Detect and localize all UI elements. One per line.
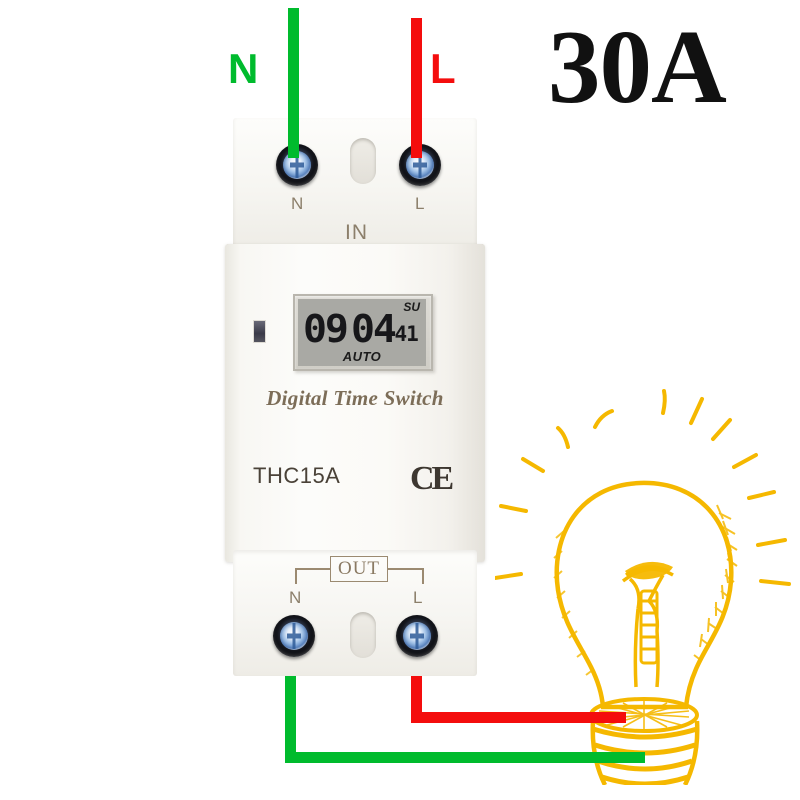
- output-bracket-left-drop: [295, 568, 297, 584]
- output-terminal-block: OUT N L: [233, 550, 477, 676]
- input-live-wire-label: L: [430, 45, 456, 92]
- bulb-filament: [621, 565, 674, 688]
- input-terminal-block: N L IN: [233, 118, 477, 250]
- device-body: SU 09 04 41 AUTO Digital Time Switch THC…: [225, 244, 485, 562]
- output-live-wire-vertical: [411, 648, 422, 723]
- input-neutral-terminal-label: N: [291, 194, 304, 213]
- mounting-slot: [350, 138, 376, 184]
- output-neutral-terminal-label: N: [289, 588, 302, 607]
- output-neutral-terminal-screw[interactable]: [273, 615, 315, 657]
- current-rating-label: 30A: [548, 8, 727, 125]
- digital-time-switch-device: N L IN SU 09 04 41 AUTO: [225, 118, 485, 676]
- lcd-mode-indicator: AUTO: [342, 349, 382, 364]
- lcd-bezel: SU 09 04 41 AUTO: [293, 294, 433, 371]
- bulb-glass: [554, 480, 734, 710]
- ce-mark-icon: CE: [410, 460, 454, 497]
- output-bracket-right: [387, 568, 423, 570]
- output-neutral-wire-horizontal: [285, 752, 645, 763]
- output-live-terminal-label: L: [413, 588, 423, 607]
- input-live-terminal-label: L: [415, 194, 425, 213]
- output-neutral-wire-vertical: [285, 648, 296, 763]
- lcd-minutes: 04: [350, 307, 397, 351]
- lcd-time-readout: 09 04 41: [302, 307, 419, 351]
- input-live-wire: [411, 18, 422, 158]
- output-section-label: OUT: [330, 556, 388, 582]
- output-live-terminal-screw[interactable]: [396, 615, 438, 657]
- input-neutral-terminal-screw[interactable]: [276, 144, 318, 186]
- input-section-label: IN: [345, 221, 368, 244]
- input-neutral-wire-label: N: [228, 45, 259, 92]
- lcd-day-indicator: SU: [403, 300, 420, 314]
- light-bulb-icon: [495, 389, 791, 785]
- output-bracket-left: [295, 568, 331, 570]
- mounting-slot-bottom: [350, 612, 376, 658]
- bulb-screw-base: [589, 697, 700, 785]
- output-live-wire-horizontal: [411, 712, 626, 723]
- lcd-hours: 09: [302, 307, 349, 351]
- brand-label: Digital Time Switch: [266, 386, 444, 410]
- output-bracket-right-drop: [422, 568, 424, 584]
- light-bulb-illustration: [495, 385, 800, 785]
- model-number-label: THC15A: [253, 463, 341, 488]
- input-neutral-wire: [288, 8, 299, 158]
- lcd-display: SU 09 04 41 AUTO: [298, 299, 426, 366]
- lcd-seconds: 41: [394, 322, 419, 347]
- reset-button[interactable]: [253, 320, 266, 343]
